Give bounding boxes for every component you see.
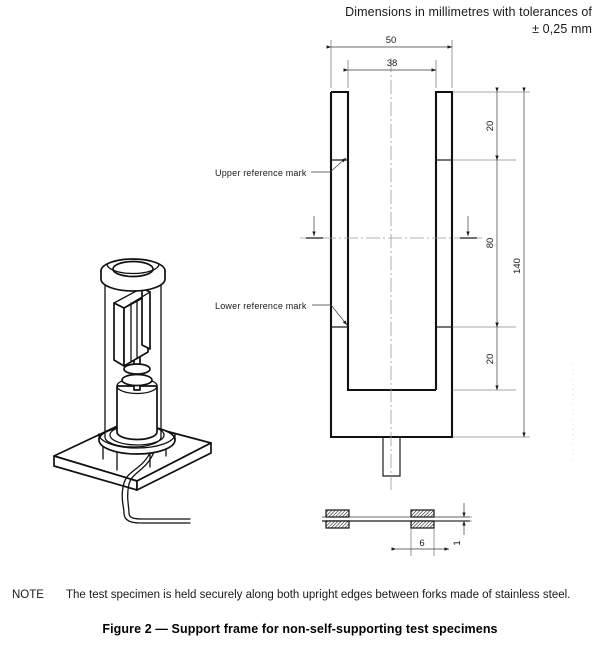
dimension-width-outer: 50: [326, 35, 453, 88]
support-frame-front-view: [300, 58, 482, 492]
note-text: The test specimen is held securely along…: [66, 589, 571, 601]
fork-left: [325, 509, 350, 529]
figure-caption: Figure 2 — Support frame for non-self-su…: [102, 622, 498, 636]
dim-label-middle-segment: 80: [485, 238, 496, 249]
upper-reference-mark-callout: Upper reference mark: [215, 157, 347, 178]
specimen-frame: [113, 287, 151, 367]
dimension-extension-lines: [452, 91, 530, 438]
dim-label-fork-gap: 1: [452, 540, 463, 545]
fork-clamp-detail: 6 1: [322, 503, 472, 556]
lower-reference-mark-callout: Lower reference mark: [215, 301, 348, 326]
lower-reference-mark-label: Lower reference mark: [215, 301, 307, 311]
units-note-line1: Dimensions in millimetres with tolerance…: [345, 5, 592, 19]
isometric-test-apparatus: [53, 258, 212, 524]
dimension-width-inner: 38: [343, 58, 437, 88]
power-cable: [121, 451, 191, 524]
dimension-fork-gap: 1: [452, 503, 466, 546]
dimension-overall-height: 140: [512, 87, 526, 438]
dimension-top-segment: 20: [485, 87, 499, 161]
dim-label-overall-height: 140: [512, 258, 523, 274]
dimension-bottom-segment: 20: [485, 322, 499, 391]
fork-right: [410, 509, 435, 529]
units-tolerance-note: Dimensions in millimetres with tolerance…: [292, 4, 592, 38]
dim-label-width-outer: 50: [386, 35, 397, 46]
dim-label-top-segment: 20: [485, 121, 496, 132]
units-note-line2: ± 0,25 mm: [532, 22, 592, 36]
dimension-fork-width: 6: [391, 538, 450, 551]
dim-label-fork-width: 6: [419, 538, 424, 549]
centre-height-markers: [306, 216, 477, 239]
upper-reference-mark-label: Upper reference mark: [215, 168, 307, 178]
note-label: NOTE: [12, 589, 44, 601]
glass-tube: [104, 276, 162, 448]
tube-top-rim: [100, 258, 166, 292]
rod-collars: [121, 363, 153, 387]
dim-label-width-inner: 38: [387, 58, 398, 69]
dimension-middle-segment: 80: [485, 155, 499, 328]
dim-label-bottom-segment: 20: [485, 354, 496, 365]
